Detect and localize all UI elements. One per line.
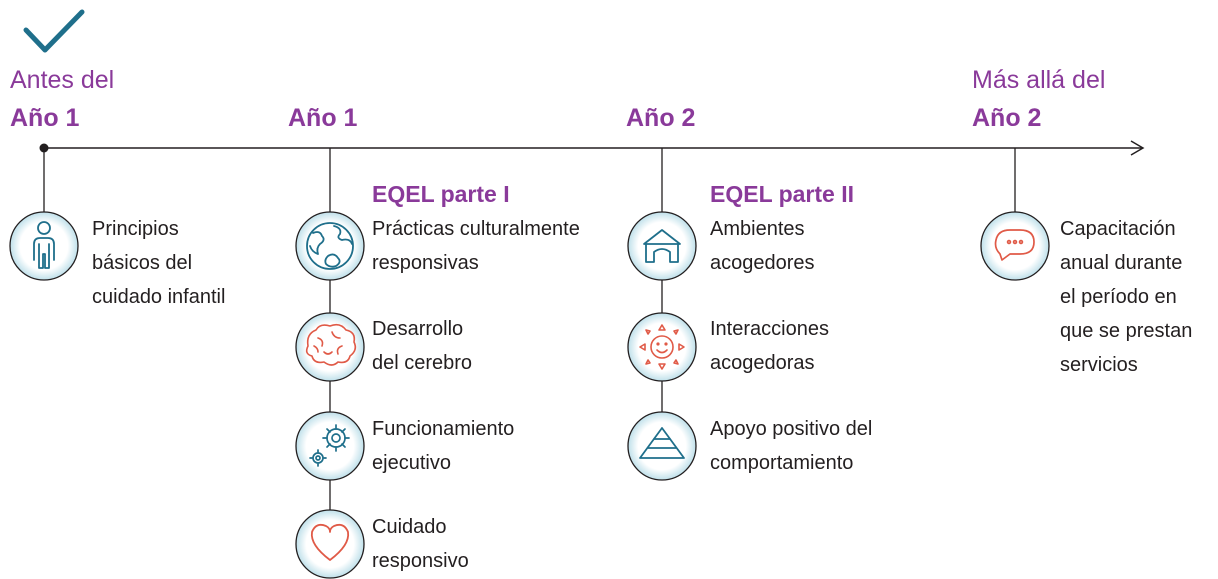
icon-circle-brain [295, 312, 365, 382]
icon-circle-chat [980, 211, 1050, 281]
marker-before-line2: Año 1 [10, 104, 80, 132]
brain-icon [305, 323, 357, 366]
marker-before-line1: Antes del [10, 66, 115, 94]
icon-circle-principios [9, 211, 79, 281]
marker-beyond-line1: Más allá del [972, 66, 1106, 94]
person-icon [33, 221, 55, 269]
icon-circle-heart [295, 509, 365, 579]
marker-year1: Año 1 [288, 104, 358, 132]
house-icon [643, 229, 681, 263]
item-interacciones: Interacciones acogedoras [710, 318, 829, 374]
item-desarrollo: Desarrollo del cerebro [372, 318, 473, 374]
chat-bubble-icon [994, 229, 1035, 261]
icon-circle-sun [627, 312, 697, 382]
heart-icon [310, 523, 350, 561]
item-capacitacion: Capacitación anual durante el período en… [1060, 218, 1193, 376]
section-title-eqel-2: EQEL parte II [710, 181, 855, 207]
item-practicas: Prácticas culturalmente responsivas [372, 218, 580, 274]
pyramid-icon [639, 427, 685, 459]
item-cuidado: Cuidado responsivo [372, 516, 469, 572]
marker-year2: Año 2 [626, 104, 696, 132]
item-ambientes: Ambientes acogedores [710, 218, 815, 274]
section-title-eqel-1: EQEL parte I [372, 181, 510, 207]
globe-icon [306, 222, 354, 270]
item-funcionamiento: Funcionamiento ejecutivo [372, 418, 515, 474]
item-apoyo: Apoyo positivo del comportamiento [710, 418, 873, 474]
icon-circle-pyramid [627, 411, 697, 481]
gears-icon [309, 424, 350, 467]
icon-circle-globe [295, 211, 365, 281]
icon-circle-house [627, 211, 697, 281]
check-icon [23, 9, 85, 53]
timeline-arrowhead [1130, 140, 1145, 156]
item-principios: Principios básicos del cuidado infantil [92, 218, 226, 308]
sun-smile-icon [639, 324, 685, 370]
marker-beyond-line2: Año 2 [972, 104, 1042, 132]
icon-circle-gears [295, 411, 365, 481]
